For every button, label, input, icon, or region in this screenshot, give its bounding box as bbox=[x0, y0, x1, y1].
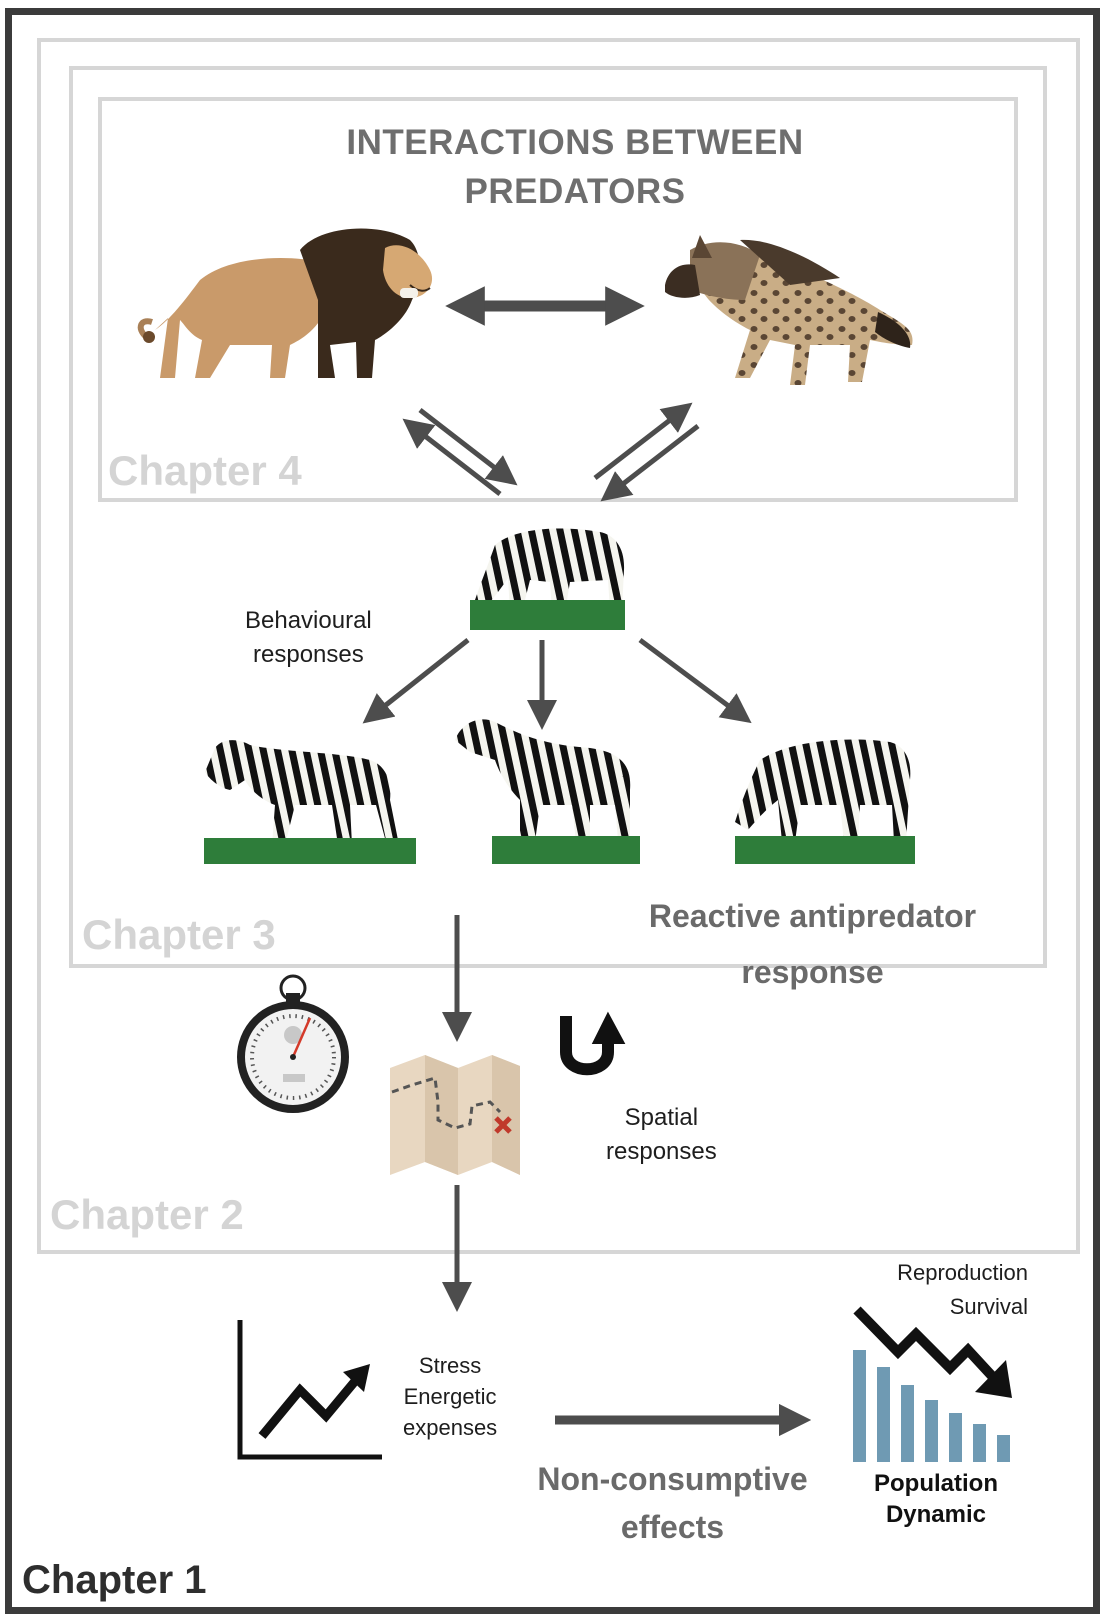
stress-label: Stress Energetic expenses bbox=[403, 1350, 497, 1443]
reactive-line-1: Reactive antipredator bbox=[648, 898, 977, 934]
behavioural-label: Behavioural responses bbox=[245, 604, 372, 672]
non-consumptive-effects-label: Non-consumptive effects bbox=[530, 1455, 815, 1551]
chapter-4-label: Chapter 4 bbox=[108, 447, 302, 494]
chapter-2-label: Chapter 2 bbox=[50, 1191, 244, 1238]
rising-graph-icon bbox=[237, 1320, 382, 1460]
pop-line-1: Population bbox=[874, 1470, 998, 1497]
zebra-standing-icon bbox=[455, 719, 640, 864]
reactive-antipredator-label: Reactive antipredator response bbox=[640, 888, 985, 1000]
zebra-walking-icon bbox=[204, 740, 416, 864]
behavioural-line-2: responses bbox=[253, 641, 364, 668]
declining-bars-icon bbox=[853, 1306, 1012, 1462]
survival-label: Survival bbox=[949, 1294, 1028, 1319]
chapter-1-label: Chapter 1 bbox=[22, 1558, 207, 1602]
spatial-label: Spatial responses bbox=[606, 1101, 717, 1169]
reproduction-label: Reproduction bbox=[897, 1260, 1028, 1285]
hyena-icon bbox=[665, 235, 913, 385]
chapter-1-frame bbox=[5, 8, 1100, 1614]
predator-prey-arrows bbox=[402, 402, 700, 502]
nce-line-1: Non-consumptive bbox=[537, 1461, 808, 1497]
map-icon bbox=[390, 1055, 520, 1175]
stress-line-3: expenses bbox=[403, 1415, 498, 1440]
stopwatch-icon bbox=[237, 974, 349, 1113]
reactive-line-2: response bbox=[741, 954, 884, 990]
chapter-4-frame bbox=[98, 97, 1018, 502]
behavioural-line-1: Behavioural bbox=[245, 607, 372, 634]
u-turn-icon bbox=[560, 1011, 626, 1076]
nce-line-2: effects bbox=[620, 1509, 725, 1545]
pop-line-2: Dynamic bbox=[885, 1501, 987, 1528]
zebra-grazing-icon bbox=[735, 739, 915, 864]
diagram-title: INTERACTIONS BETWEEN PREDATORS bbox=[346, 123, 804, 211]
lion-icon bbox=[137, 228, 433, 378]
behavioural-response-arrows bbox=[362, 637, 752, 730]
chapter-2-frame bbox=[37, 38, 1080, 1254]
zebra-grazing-icon bbox=[470, 528, 625, 630]
spatial-line-1: Spatial bbox=[624, 1104, 699, 1131]
flow-arrows bbox=[442, 915, 812, 1437]
stress-line-1: Stress bbox=[418, 1353, 482, 1378]
chapter-3-frame bbox=[69, 66, 1047, 968]
spatial-line-2: responses bbox=[606, 1138, 717, 1165]
stress-line-2: Energetic bbox=[403, 1384, 497, 1409]
population-dynamic-label: Population Dynamic bbox=[860, 1468, 1012, 1530]
chapter-3-label: Chapter 3 bbox=[82, 911, 276, 958]
